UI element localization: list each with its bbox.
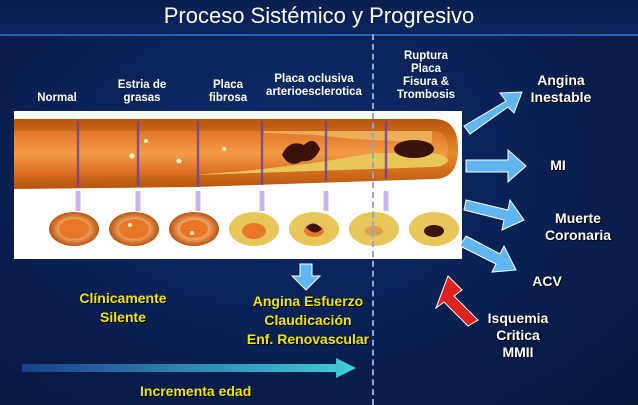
arrow-to-acv (460, 236, 516, 272)
note-clinical-manifestations: Angina Esfuerzo Claudicación Enf. Renova… (222, 292, 394, 349)
arrow-to-muerte-coronaria (464, 200, 524, 230)
outcome-isquemia: Isquemia Critica MMII (478, 310, 558, 361)
note-clinically-silent: Clínicamente Silente (58, 289, 188, 327)
arrow-down-center (292, 264, 320, 290)
arrow-to-mi (466, 150, 526, 182)
outcome-acv: ACV (522, 273, 572, 290)
arrow-to-angina-inestable (464, 92, 522, 134)
outcome-muerte-coronaria: Muerte Coronaria (528, 210, 628, 244)
outcome-mi: MI (538, 157, 578, 174)
arrow-to-isquemia (436, 276, 478, 326)
age-arrow (22, 358, 356, 378)
outcome-angina-inestable: Angina Inestable (516, 72, 606, 106)
age-label: Incrementa edad (140, 383, 251, 399)
